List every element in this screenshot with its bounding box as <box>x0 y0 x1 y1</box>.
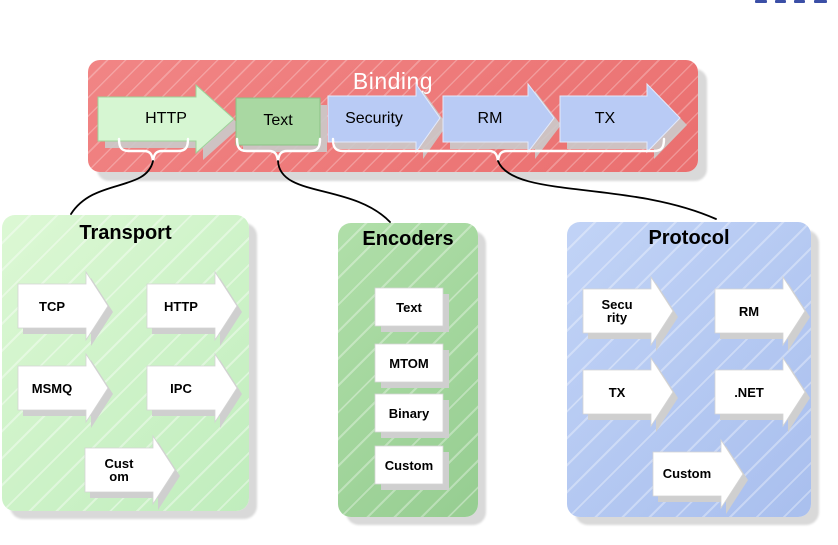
transport-item-label-msmq: MSMQ <box>31 381 73 396</box>
protocol-item-label-security: Secu rity <box>601 297 633 325</box>
encoder-item-label-custom: Custom <box>384 458 434 473</box>
protocol-item-label-rm: RM <box>738 304 760 319</box>
binding-item-label-tx: TX <box>594 110 616 127</box>
encoder-item-label-mtom: MTOM <box>389 356 429 371</box>
text-fragment-dash <box>814 0 827 3</box>
binding-item-label-http: HTTP <box>145 110 187 127</box>
text-fragment-dash <box>794 0 805 3</box>
protocol-item-label-dotnet: .NET <box>734 385 764 400</box>
encoder-item-label-text: Text <box>396 300 422 315</box>
protocol-title: Protocol <box>648 227 730 249</box>
text-fragment-dash <box>755 0 767 3</box>
binding-item-label-rm: RM <box>477 110 503 127</box>
transport-item-label-custom: Cust om <box>104 456 134 484</box>
cutoff-text-fragment <box>750 0 838 5</box>
binding-item-label-security: Security <box>345 110 403 127</box>
transport-item-label-tcp: TCP <box>39 299 65 314</box>
protocol-item-label-custom: Custom <box>662 466 712 481</box>
encoder-item-label-binary: Binary <box>388 406 430 421</box>
binding-item-label-text: Text <box>263 112 293 129</box>
protocol-item-label-tx: TX <box>608 385 626 400</box>
transport-title: Transport <box>79 222 172 244</box>
text-fragment-dash <box>775 0 786 3</box>
encoders-title: Encoders <box>362 228 454 250</box>
binding-title: Binding <box>352 68 434 94</box>
transport-item-label-ipc: IPC <box>170 381 192 396</box>
transport-item-label-http: HTTP <box>164 299 198 314</box>
